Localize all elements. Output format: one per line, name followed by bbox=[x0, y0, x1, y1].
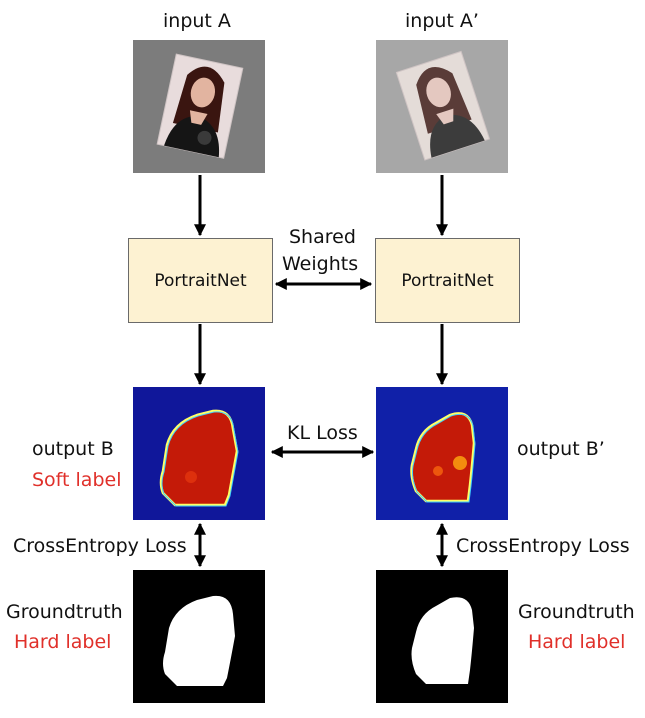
shared-weights-line2: Weights bbox=[282, 253, 359, 275]
output-b-prime-label: output B’ bbox=[517, 438, 605, 460]
crossentropy-loss-right: CrossEntropy Loss bbox=[456, 535, 630, 557]
output-b-heatmap bbox=[133, 387, 265, 520]
crossentropy-loss-left: CrossEntropy Loss bbox=[13, 535, 187, 557]
soft-label: Soft label bbox=[32, 469, 122, 491]
input-a-prime-label: input A’ bbox=[405, 10, 479, 32]
shared-weights-line1: Shared bbox=[289, 226, 356, 248]
groundtruth-right-mask bbox=[376, 570, 508, 703]
output-b-label: output B bbox=[32, 438, 114, 460]
portraitnet-right-box: PortraitNet bbox=[375, 238, 520, 323]
portraitnet-left-box: PortraitNet bbox=[128, 238, 273, 323]
output-b-prime-heatmap bbox=[376, 387, 508, 520]
groundtruth-left-label: Groundtruth bbox=[6, 601, 123, 623]
portraitnet-left-label: PortraitNet bbox=[154, 270, 247, 291]
input-a-prime-image bbox=[376, 40, 508, 173]
input-a-image bbox=[133, 40, 265, 173]
kl-loss-label: KL Loss bbox=[287, 422, 358, 444]
hard-label-right: Hard label bbox=[528, 631, 626, 653]
input-a-label: input A bbox=[163, 10, 231, 32]
groundtruth-right-label: Groundtruth bbox=[518, 601, 635, 623]
groundtruth-left-mask bbox=[133, 570, 265, 703]
hard-label-left: Hard label bbox=[14, 631, 112, 653]
portraitnet-right-label: PortraitNet bbox=[401, 270, 494, 291]
